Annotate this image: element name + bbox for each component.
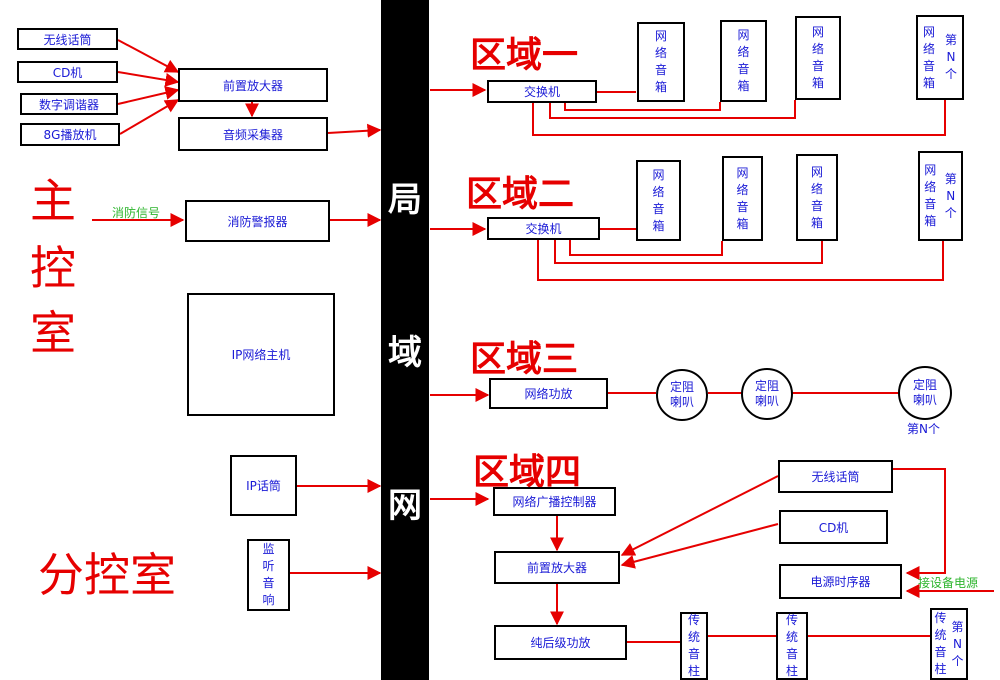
arrow-mic-preamp (117, 39, 180, 73)
zone4-title: 区域四 (473, 452, 582, 493)
arrow-cd-preamp (117, 71, 180, 87)
lan-label-1: 局 (388, 180, 422, 220)
ip-network-host-box: IP网络主机 (187, 293, 335, 416)
main-room-label-2: 控 (30, 241, 76, 295)
zone2-network-speaker-1: 网络音箱 (636, 160, 681, 241)
zone4-broadcast-controller-box: 网络广播控制器 (493, 487, 616, 516)
zone3-title: 区域三 (470, 339, 579, 380)
zone3-horn-n: 定阻喇叭 (898, 366, 952, 420)
zone1-network-speaker-2: 网络音箱 (720, 20, 767, 102)
zone4-wireless-mic-box: 无线话筒 (778, 460, 893, 493)
zone1-title: 区域一 (470, 35, 579, 76)
zone2-network-speaker-2: 网络音箱 (722, 156, 763, 241)
main-room-label-1: 主 (30, 174, 76, 228)
arrow-8g-preamp (119, 99, 180, 135)
zone3-nth-label: 第N个 (907, 422, 940, 436)
zone4-power-sequencer-box: 电源时序器 (779, 564, 902, 599)
main-room-label-3: 室 (30, 306, 76, 360)
audio-capture-box: 音频采集器 (178, 117, 328, 151)
zone3-horn-2: 定阻喇叭 (741, 368, 793, 420)
zone3-horn-1: 定阻喇叭 (656, 369, 708, 421)
lan-label-3: 网 (388, 486, 422, 526)
player-8g-box: 8G播放机 (20, 123, 120, 146)
zone1-network-speaker-1: 网络音箱 (637, 22, 685, 102)
zone2-switch-box: 交换机 (487, 217, 600, 240)
preamp-box: 前置放大器 (178, 68, 328, 102)
monitor-speaker-box: 监 听 音 响 (247, 539, 290, 611)
digital-tuner-box: 数字调谐器 (20, 93, 118, 115)
fire-signal-label: 消防信号 (112, 206, 161, 220)
zone4-cd-player-box: CD机 (779, 510, 888, 544)
zone1-network-speaker-3: 网络音箱 (795, 16, 841, 100)
zone4-column-speaker-1: 传统音柱 (680, 612, 708, 680)
cd-player-box: CD机 (17, 61, 118, 83)
fire-alarm-box: 消防警报器 (185, 200, 330, 242)
lan-label-2: 域 (388, 333, 422, 373)
zone4-power-amp-box: 纯后级功放 (494, 625, 627, 660)
arrow-tuner-preamp (117, 86, 180, 105)
ip-mic-box: IP话筒 (230, 455, 297, 516)
zone2-network-speaker-3: 网络音箱 (796, 154, 838, 241)
zone4-preamp-box: 前置放大器 (494, 551, 620, 584)
sub-room-label: 分控室 (38, 548, 176, 602)
arrow-capture-lan (327, 123, 382, 138)
zone2-title: 区域二 (466, 174, 575, 215)
wireless-mic-box: 无线话筒 (17, 28, 118, 50)
zone1-switch-box: 交换机 (487, 80, 597, 103)
zone3-network-amp-box: 网络功放 (489, 378, 608, 409)
lan-backbone (381, 0, 429, 680)
zone4-power-note: 接设备电源 (918, 576, 979, 590)
zone4-column-speaker-2: 传统音柱 (776, 612, 808, 680)
